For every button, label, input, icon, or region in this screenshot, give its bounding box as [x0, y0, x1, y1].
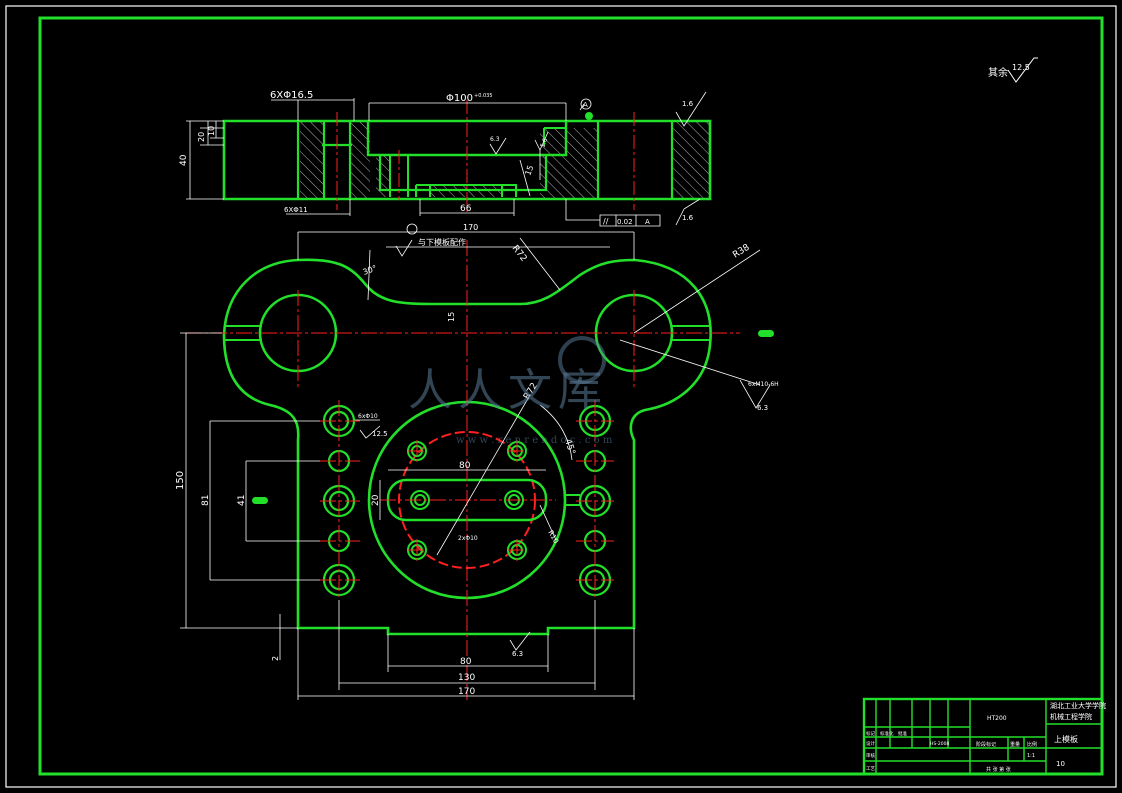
hole-note: 6XΦ16.5	[270, 90, 313, 101]
dim-height-150: 150	[175, 471, 186, 490]
row-label-3: 工艺	[866, 766, 875, 772]
roughness-left: 1.6	[682, 214, 694, 222]
department: 机械工程学院	[1050, 712, 1092, 721]
angle-left: 30°	[362, 264, 378, 277]
dim-slot-width: 80	[459, 461, 471, 471]
roughness-right: 1.6	[682, 100, 694, 108]
roughness-small: 6.3	[490, 136, 500, 143]
dim-right-depth: 15	[523, 164, 535, 177]
plan-view: 170 与下模板配作 R72 30° 15 R38 6xM10-6H 6.3 R…	[175, 223, 779, 700]
dim-height-41: 41	[237, 495, 247, 506]
roughness-prefix: 其余	[988, 66, 1008, 79]
dim-inner: 66	[460, 204, 472, 214]
counterbore-note: 6XΦ11	[284, 206, 308, 214]
dim-step-2: 10	[207, 126, 216, 136]
row-label-5: 批准	[898, 730, 907, 737]
row-label-0: 标记	[866, 730, 875, 737]
tolerance-datum: A	[645, 218, 650, 226]
inner-frame	[38, 16, 1104, 776]
dim-top-width: 170	[463, 223, 478, 232]
dim-height-81: 81	[201, 495, 211, 506]
tolerance-symbol: //	[603, 217, 609, 226]
dim-step-1: 20	[197, 132, 206, 142]
roughness-value: 12.5	[1012, 63, 1030, 72]
watermark-text: 人人文库	[408, 365, 608, 416]
material: HT200	[987, 715, 1007, 722]
dim-slot-height: 20	[371, 494, 381, 506]
outer-frame	[5, 5, 1117, 788]
bore-tolerance: +0.035	[474, 93, 493, 99]
small-hole-note: 6xΦ10	[358, 413, 378, 420]
section-view: A 6XΦ16.5 Φ100 +0.035 6XΦ11 40 20 10 66 …	[179, 90, 712, 227]
header-cell-1: 重量	[1010, 741, 1020, 748]
slot-radius: R10	[546, 529, 560, 545]
roughness-right-plan: 6.3	[757, 404, 768, 412]
bore-note: Φ100	[446, 93, 473, 104]
pcd-note: 2xΦ10	[458, 535, 478, 542]
dim-bottom-2: 2	[271, 656, 280, 661]
datum-circle-label: A	[583, 101, 588, 109]
row-label-2: 审核	[866, 752, 875, 759]
part-name: 上模板	[1054, 734, 1078, 744]
dim-bottom-170: 170	[458, 687, 475, 697]
roughness-hole: 12.5	[372, 430, 388, 438]
note-top: 与下模板配作	[418, 237, 466, 247]
general-roughness-note: 其余 12.5	[988, 57, 1038, 83]
school: 湖北工业大学学院	[1050, 701, 1106, 710]
dim-offset: 15	[447, 312, 456, 322]
header-cell-2: 比例	[1027, 741, 1037, 748]
dim-overall-height: 40	[179, 154, 189, 166]
angle-right: 45°	[562, 438, 576, 456]
roughness-bottom: 6.3	[512, 650, 523, 658]
tolerance-value: 0.02	[617, 218, 633, 226]
scale: 1:1	[1027, 753, 1035, 759]
drawing-no: HS-2008	[930, 741, 949, 747]
roughness-groove: 1.6	[539, 137, 549, 149]
watermark-url: w w w . r e n r e n d o c . c o m	[456, 435, 613, 446]
header-cell-0: 阶段标记	[976, 741, 996, 748]
thread-note: 6xM10-6H	[748, 381, 779, 388]
dim-bottom-80: 80	[460, 657, 472, 667]
title-block: HT200 湖北工业大学学院 机械工程学院 上模板 10 阶段标记 重量 比例 …	[862, 697, 1106, 776]
quantity: 10	[1056, 760, 1065, 768]
dim-bottom-130: 130	[458, 673, 475, 683]
row-label-4: 标准化	[880, 730, 894, 737]
row-label-1: 设计	[866, 740, 875, 747]
sheet: 共 张 第 张	[986, 766, 1011, 773]
watermark: 人人文库 w w w . r e n r e n d o c . c o m	[408, 336, 613, 446]
